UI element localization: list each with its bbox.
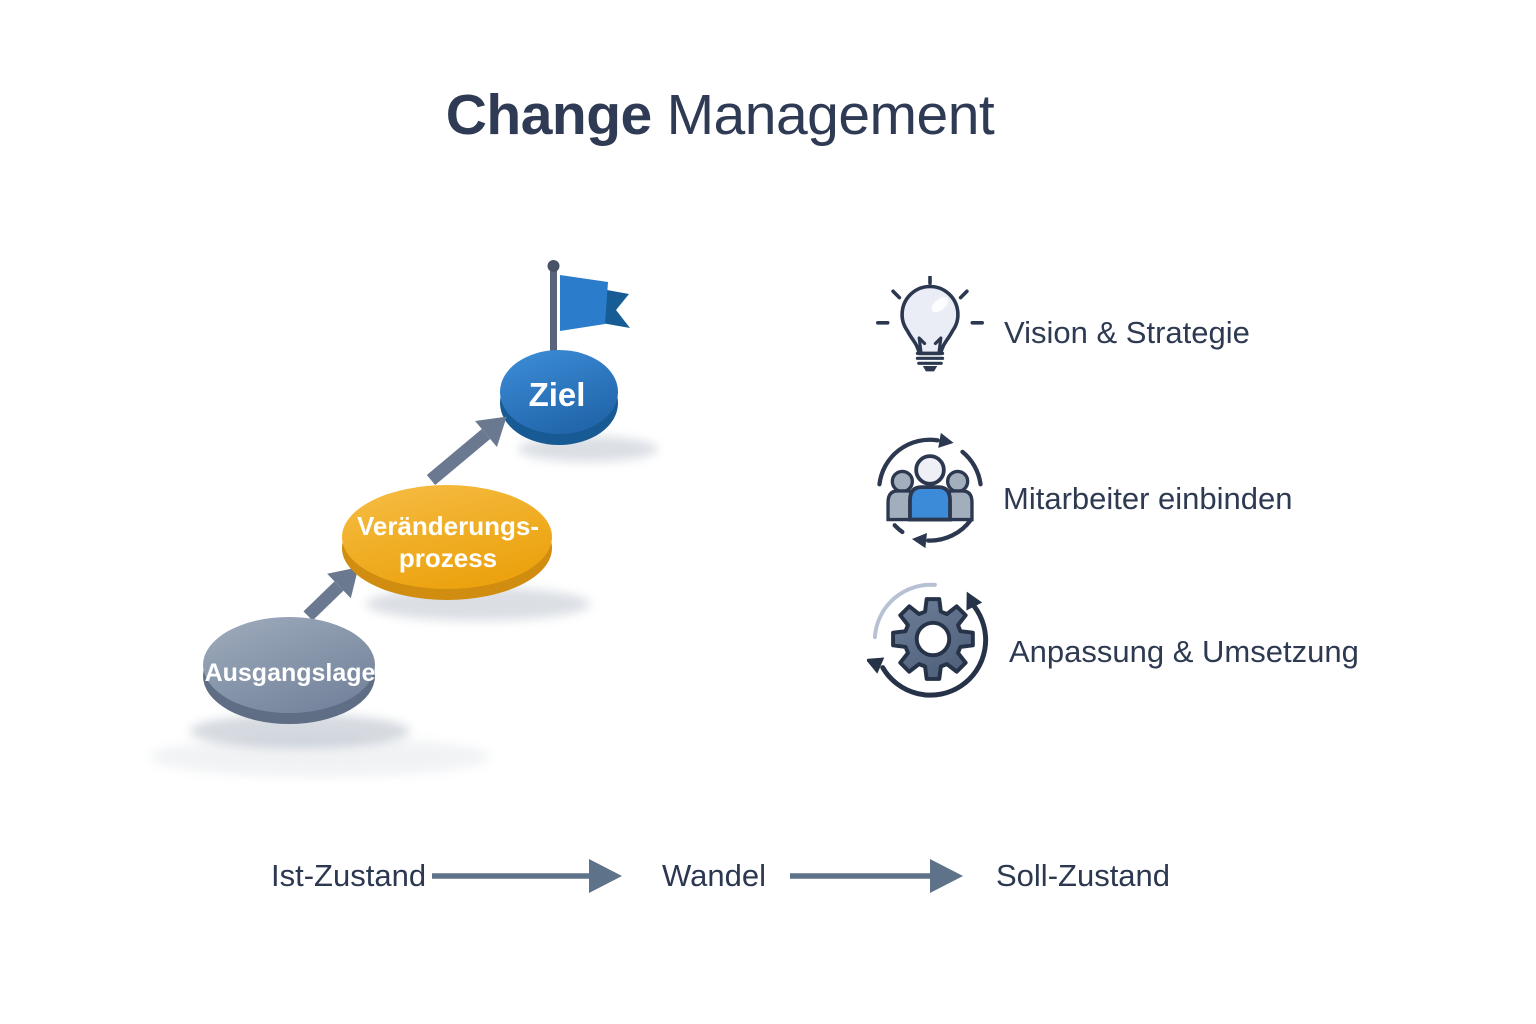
bulb-base-cap [922, 366, 938, 372]
timeline-label-ist-zustand: Ist-Zustand [271, 858, 427, 893]
title-bold: Change [445, 83, 653, 147]
timeline-arrow-2 [790, 859, 963, 893]
feature-label-vision: Vision & Strategie [1004, 315, 1250, 350]
person-body [908, 485, 952, 522]
process-arrow-1 [303, 567, 359, 621]
step-ausgangslage: Ausgangslage [203, 617, 376, 724]
process-arrow-2 [426, 416, 507, 485]
cycle-arc-bottom [925, 517, 974, 543]
gear-hole [914, 620, 952, 658]
cycle-arc-light [872, 582, 937, 640]
bulb-base-rings [915, 351, 945, 365]
cycle-arrowhead-top [938, 432, 954, 448]
timeline-arrow-1 [432, 859, 622, 893]
cycle-arc-dark [880, 604, 989, 698]
step-label-line1: Veränderungs- [357, 511, 539, 541]
step-label: Ziel [529, 376, 586, 413]
person-head [914, 454, 946, 486]
arrow-head [475, 416, 507, 448]
shadow-start [190, 714, 410, 748]
arrow-head [589, 859, 622, 893]
goal-flag-icon [547, 260, 630, 364]
bulb-glass [900, 284, 960, 356]
cycle-arc-right [960, 449, 983, 487]
arrow-head [930, 859, 963, 893]
person-head [945, 469, 970, 494]
step-label: Ausgangslage [205, 659, 376, 687]
timeline-label-soll-zustand: Soll-Zustand [996, 858, 1171, 893]
shadow-wide [150, 737, 490, 777]
step-ziel: Ziel [500, 350, 618, 445]
light-rays [876, 276, 984, 325]
flag-pole-cap [547, 260, 560, 272]
step-ellipse [342, 485, 552, 589]
step-veraenderungsprozess: Veränderungs- prozess [342, 485, 552, 600]
cycle-arc-dash [892, 523, 905, 535]
title-regular: Management [666, 83, 995, 147]
step-ellipse [500, 350, 618, 434]
step-label-line2: prozess [399, 543, 497, 573]
arrow-head [327, 567, 359, 599]
cycle-arrowhead-right [966, 591, 983, 611]
feature-label-mitarbeiter: Mitarbeiter einbinden [1003, 481, 1293, 516]
feature-label-anpassung: Anpassung & Umsetzung [1009, 634, 1359, 669]
flag-banner [560, 275, 608, 331]
arrow-shaft [426, 429, 491, 485]
timeline-label-wandel: Wandel [662, 858, 766, 893]
arrow-shaft [303, 581, 344, 621]
person-head [890, 469, 915, 494]
cycle-arrowhead-left [867, 657, 885, 674]
bulb-highlight [931, 297, 949, 313]
team-cycle-icon [877, 432, 983, 549]
ellipse-shadows [150, 436, 658, 777]
bulb-filament [917, 336, 943, 355]
lightbulb-icon [876, 276, 984, 372]
gear-cycle-icon [867, 582, 989, 698]
flag-pole [550, 264, 557, 364]
cycle-arrowhead-bottom [911, 532, 927, 549]
person-center [908, 454, 952, 522]
gear [891, 597, 975, 681]
step-ellipse [203, 617, 375, 713]
cycle-arc-top [877, 437, 940, 487]
